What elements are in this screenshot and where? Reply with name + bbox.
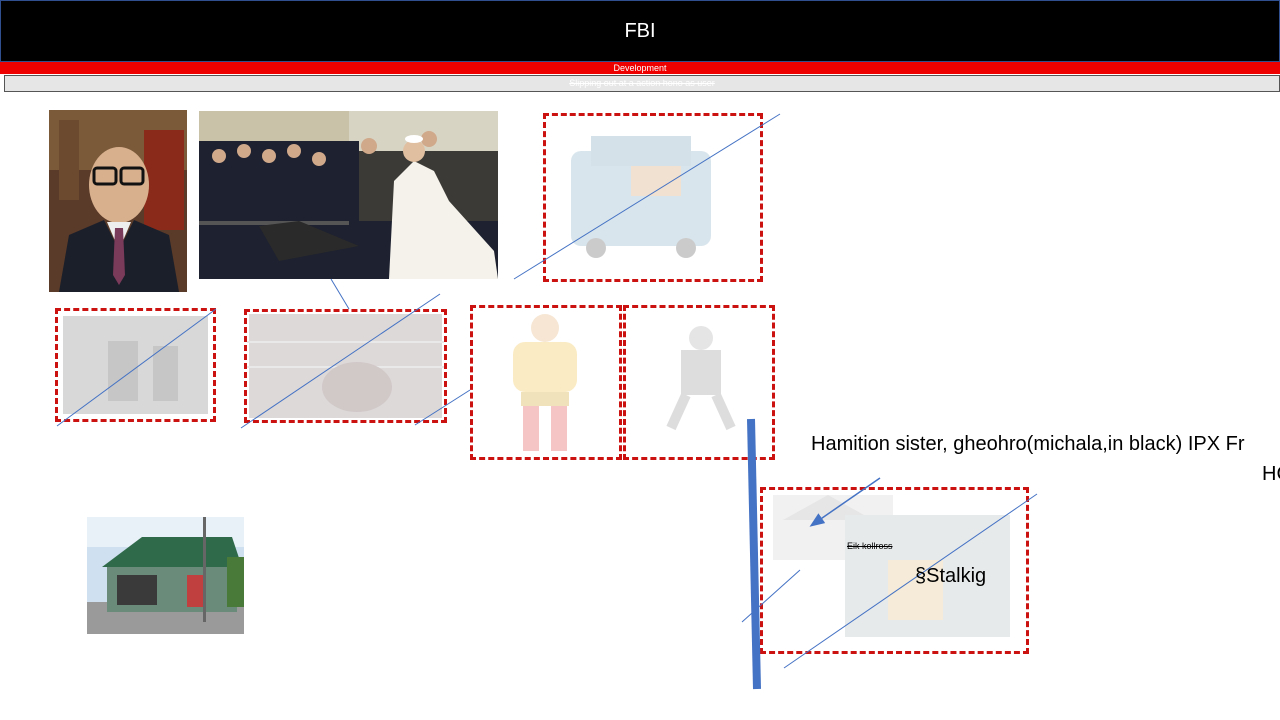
main-annotation-tail: HC <box>1262 463 1280 485</box>
stalking-label: §Stalkig <box>915 565 987 587</box>
station-photo[interactable] <box>87 517 244 634</box>
main-annotation: Hamition sister, gheohro(michala,in blac… <box>811 433 1245 455</box>
status-strip: Slipping out at a action hono as user <box>4 75 1280 92</box>
page-title: FBI <box>624 19 656 42</box>
stalking-image-frame[interactable] <box>760 487 1029 654</box>
portrait-photo[interactable] <box>49 110 187 292</box>
wrestler-figure-frame-2[interactable] <box>623 305 775 460</box>
strikethrough-label: Eik kollross <box>847 541 893 551</box>
title-bar: FBI <box>0 0 1280 62</box>
status-strip-label: Slipping out at a action hono as user <box>569 78 715 88</box>
wrestler-figure-frame-1[interactable] <box>470 305 622 460</box>
wrestling-image-frame-1[interactable] <box>55 308 216 422</box>
wrestling-image-frame-2[interactable] <box>244 309 447 423</box>
subheader-bar: Development <box>0 62 1280 74</box>
crowd-photo[interactable] <box>199 111 498 279</box>
subheader-label: Development <box>613 63 667 73</box>
vehicle-image-frame[interactable] <box>543 113 763 282</box>
